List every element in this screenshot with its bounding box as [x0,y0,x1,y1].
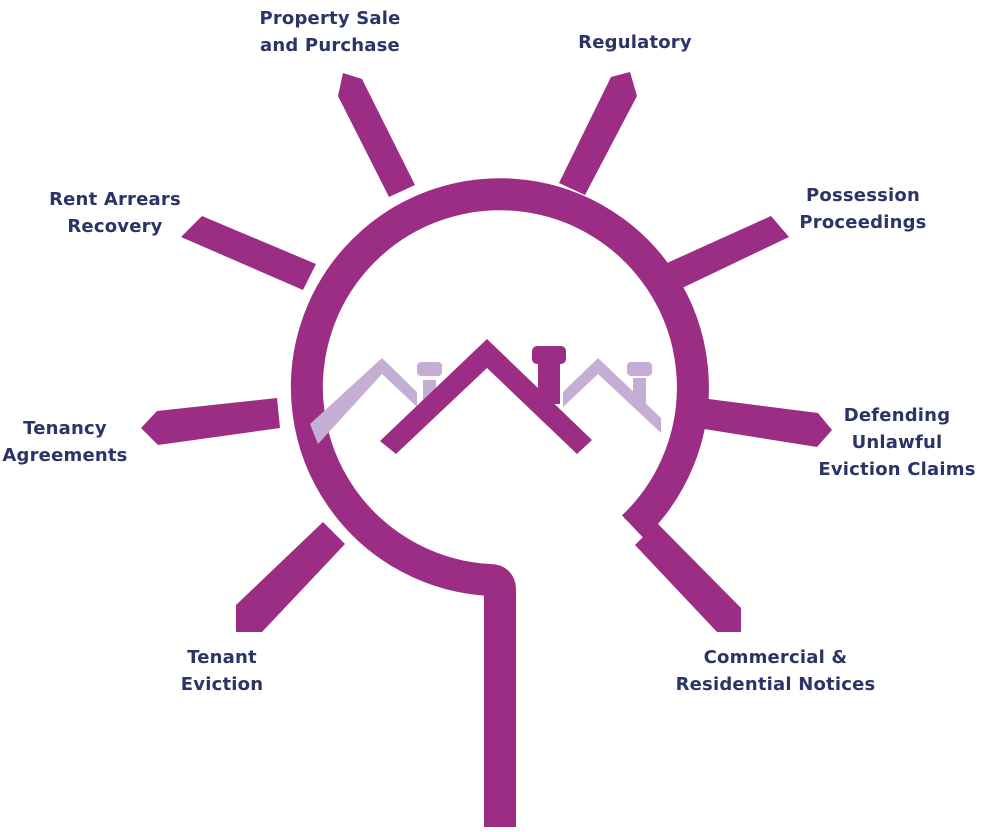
frame-ring [290,178,709,827]
rays [141,72,832,632]
ray-possession [667,216,789,289]
label-rent-arrears: Rent Arrears Recovery [49,189,181,237]
ray-tenant-eviction [236,522,345,632]
label-tenant-eviction: Tenant Eviction [180,647,264,695]
ray-defending [698,398,832,447]
label-notices: Commercial & Residential Notices [675,647,876,695]
ray-property-sale [338,73,415,197]
ray-notices [635,523,741,632]
house-left [310,358,442,444]
ray-tenancy [141,398,280,445]
ray-rent-arrears [181,216,316,290]
ray-regulatory [559,72,637,195]
label-defending: Defending Unlawful Eviction Claims [818,405,976,480]
label-tenancy: Tenancy Agreements [2,418,128,466]
label-possession: Possession Proceedings [799,185,927,233]
house-right [563,358,661,433]
label-property-sale: Property Sale and Purchase [259,8,401,56]
label-regulatory: Regulatory [578,32,692,53]
house-center [380,339,592,454]
